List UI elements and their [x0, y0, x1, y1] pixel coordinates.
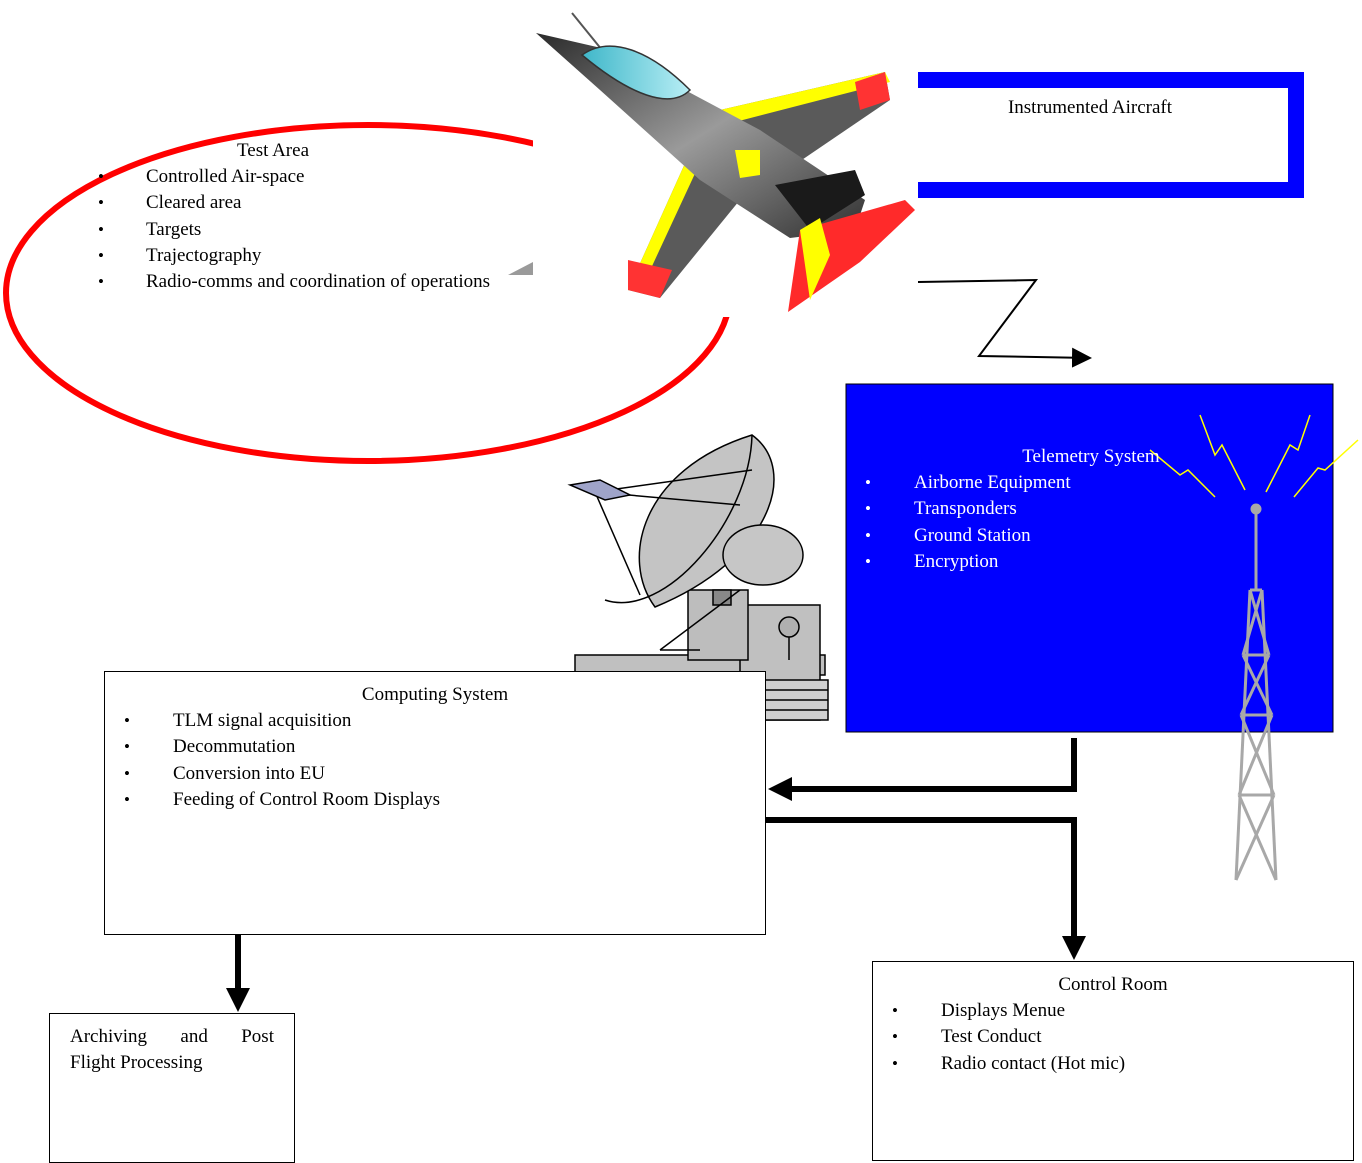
list-item: Targets — [95, 217, 535, 244]
list-item: Airborne Equipment — [846, 470, 1071, 497]
list-item: Encryption — [846, 549, 1071, 576]
control-room-box: Control Room Displays Menue Test Conduct… — [872, 961, 1354, 1161]
list-item: Transponders — [846, 496, 1071, 523]
telemetry-to-computing-arrow — [768, 738, 1077, 801]
archiving-line2: Flight Processing — [70, 1052, 203, 1073]
computing-to-control-room-arrow — [766, 817, 1086, 960]
list-item: Radio-comms and coordination of operatio… — [95, 269, 535, 296]
control-room-title: Control Room — [1058, 974, 1168, 995]
list-item: TLM signal acquisition — [105, 708, 765, 735]
list-item: Ground Station — [846, 523, 1071, 550]
computing-to-archiving-arrow — [226, 935, 250, 1012]
computing-system-title: Computing System — [361, 684, 509, 705]
list-item: Trajectography — [95, 243, 535, 270]
list-item: Feeding of Control Room Displays — [105, 787, 765, 814]
telemetry-system-title: Telemetry System — [1022, 446, 1160, 467]
list-item: Cleared area — [95, 190, 535, 217]
test-area-title: Test Area — [237, 140, 310, 161]
list-item: Conversion into EU — [105, 761, 765, 788]
computing-system-list: TLM signal acquisition Decommutation Con… — [105, 708, 765, 813]
radio-signal-icon — [1149, 414, 1359, 498]
archiving-word: Post — [241, 1026, 274, 1047]
instrumented-aircraft-frame — [918, 72, 1304, 198]
computing-system-box: Computing System TLM signal acquisition … — [104, 671, 766, 935]
archiving-box: Archiving and Post Flight Processing — [49, 1013, 295, 1163]
jet-aircraft-icon — [536, 12, 915, 312]
list-item: Radio contact (Hot mic) — [873, 1051, 1353, 1078]
list-item: Controlled Air-space — [95, 164, 535, 191]
wireless-link-arrow — [917, 278, 1092, 368]
satellite-dish-icon — [567, 434, 829, 721]
list-item: Decommutation — [105, 734, 765, 761]
telemetry-system-list: Airborne Equipment Transponders Ground S… — [846, 470, 1071, 575]
control-room-list: Displays Menue Test Conduct Radio contac… — [873, 998, 1353, 1077]
list-item: Displays Menue — [873, 998, 1353, 1025]
archiving-text: Archiving and Post Flight Processing — [70, 1024, 274, 1076]
telemetry-system: Telemetry System Airborne Equipment Tran… — [846, 384, 1333, 732]
test-area: Test Area Controlled Air-space Cleared a… — [95, 138, 535, 296]
archiving-word: Archiving — [70, 1026, 148, 1047]
radio-tower-icon — [1234, 503, 1278, 881]
test-area-list: Controlled Air-space Cleared area Target… — [95, 164, 535, 296]
list-item: Test Conduct — [873, 1024, 1353, 1051]
instrumented-aircraft-label: Instrumented Aircraft — [1007, 97, 1173, 118]
archiving-word: and — [180, 1026, 208, 1047]
